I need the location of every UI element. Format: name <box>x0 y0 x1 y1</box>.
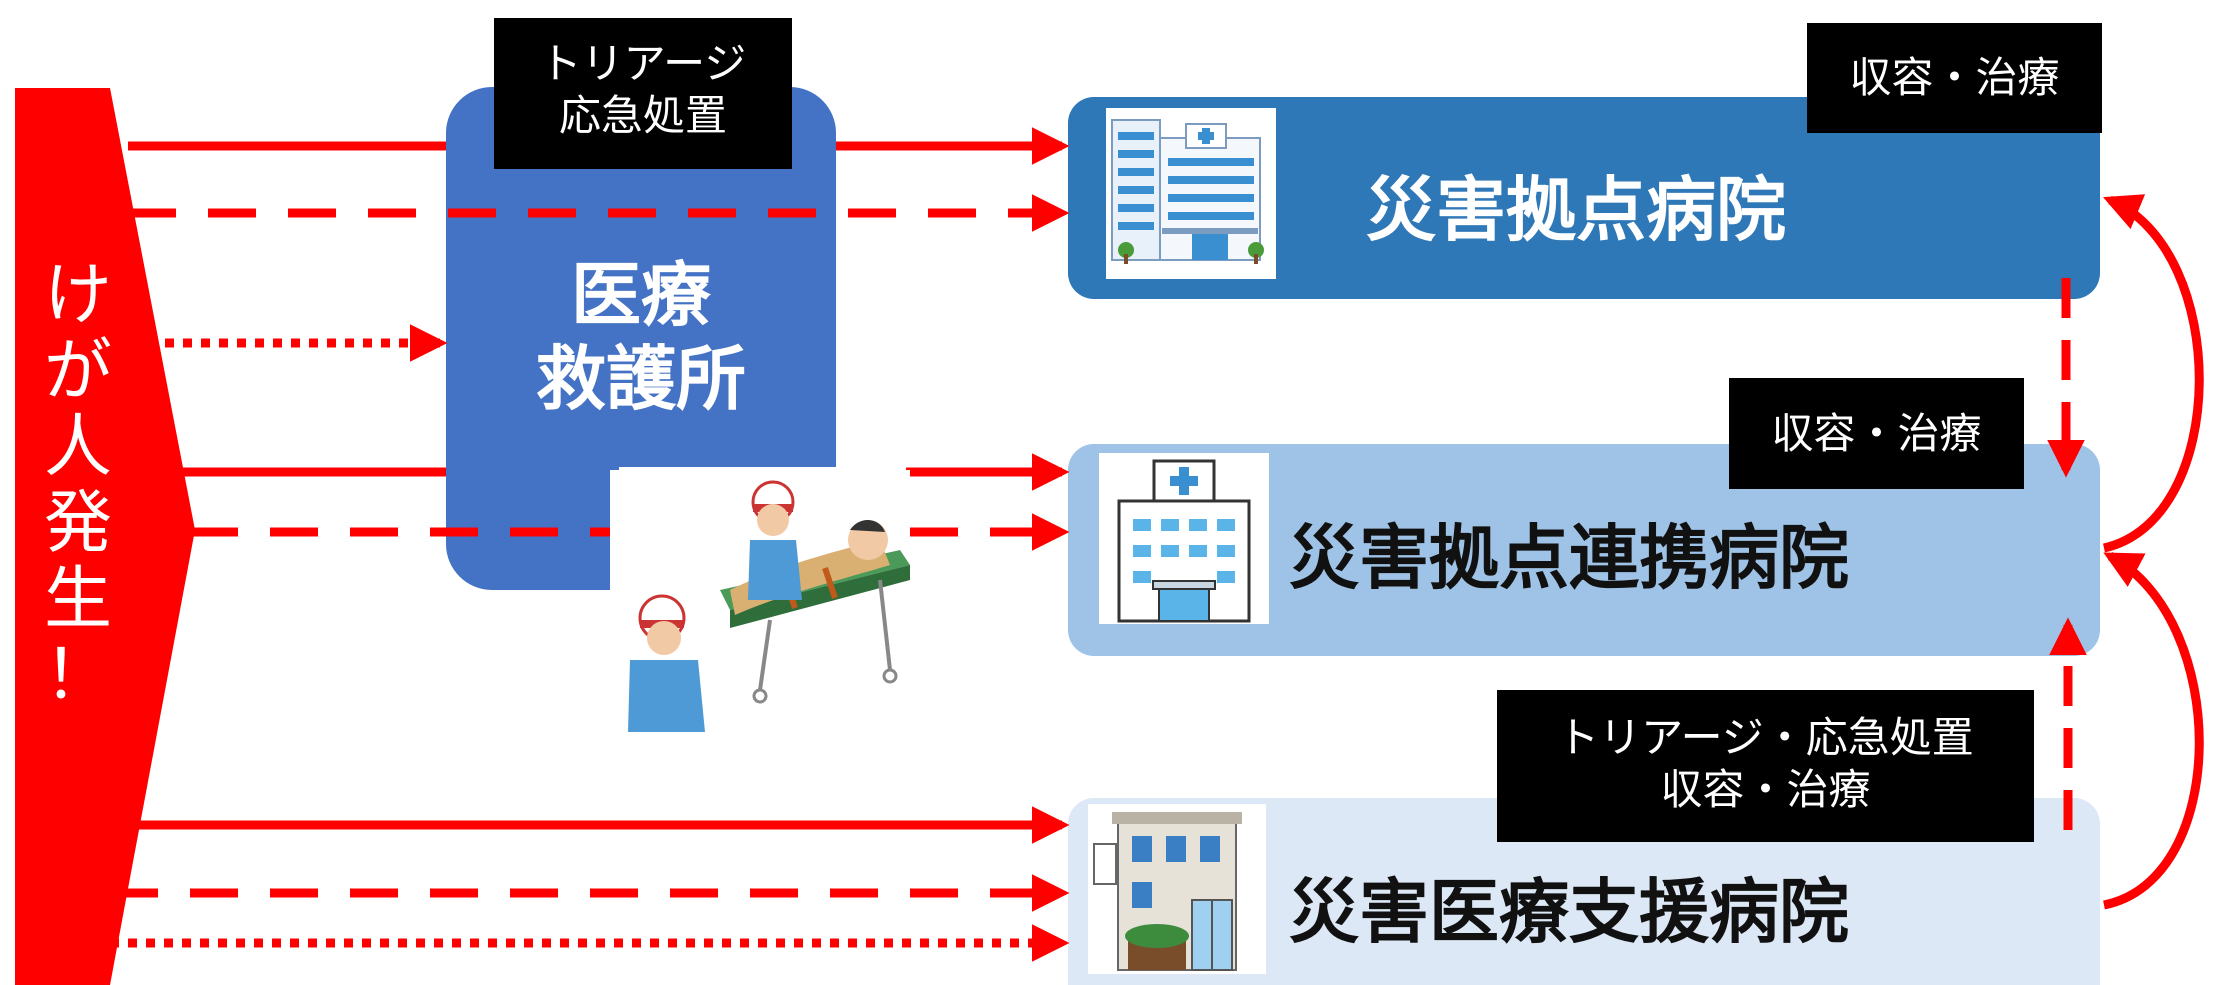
medical-aid-post-title: 医療 救護所 <box>536 254 746 420</box>
partner-hospital-title: 災害拠点連携病院 <box>1289 517 1849 599</box>
large-hospital-icon <box>1106 108 1276 279</box>
support-hospital-label: トリアージ・応急処置 収容・治療 <box>1497 690 2034 842</box>
support-hospital-title: 災害医療支援病院 <box>1289 871 1849 953</box>
injury-block <box>15 88 195 985</box>
aid-post-label: トリアージ 応急処置 <box>494 18 792 169</box>
injury-label: け が 人 発 生 ！ <box>43 256 112 715</box>
arrow-support-to-partner-curved <box>2103 552 2204 910</box>
arrow-partner-to-base-curved <box>2103 194 2204 553</box>
stretcher-rescue-icon <box>610 470 910 740</box>
clinic-building-icon <box>1088 804 1266 974</box>
hospital-building-icon <box>1099 453 1269 624</box>
partner-hospital-label: 収容・治療 <box>1729 378 2024 489</box>
base-hospital-label: 収容・治療 <box>1807 23 2102 133</box>
base-hospital-title: 災害拠点病院 <box>1366 169 1786 251</box>
